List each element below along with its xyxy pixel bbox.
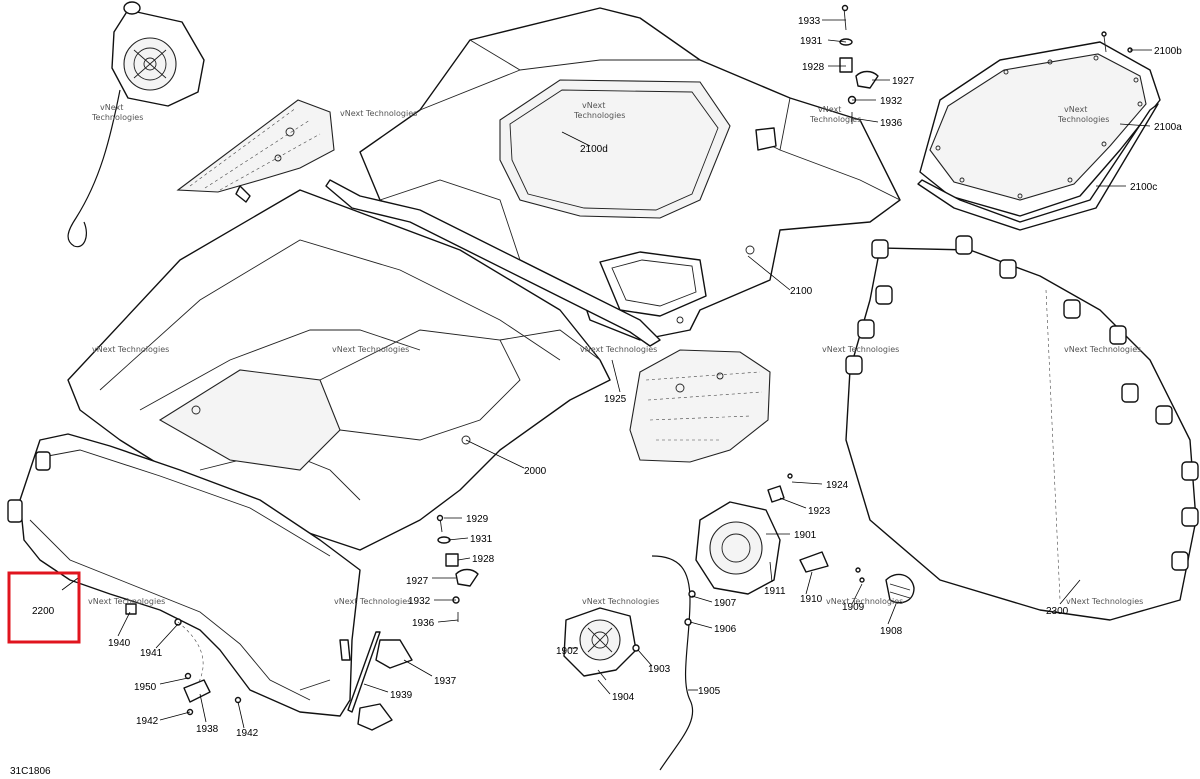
windshield-2300[interactable]: [845, 235, 1199, 621]
callout-2100a[interactable]: 2100a: [1154, 122, 1182, 133]
watermark-technologies: Technologies: [809, 115, 861, 124]
callout-1941[interactable]: 1941: [140, 648, 163, 659]
watermark-full: vNext Technologies: [580, 345, 657, 354]
callout-1933[interactable]: 1933: [798, 16, 821, 27]
callout-2200[interactable]: 2200: [32, 606, 55, 617]
watermarks: vNext Technologies vNext Technologies vN…: [88, 101, 1143, 606]
callout-1901[interactable]: 1901: [794, 530, 817, 541]
watermark-full: vNext Technologies: [334, 597, 411, 606]
callout-1928-lower[interactable]: 1928: [472, 554, 495, 565]
callout-1906[interactable]: 1906: [714, 624, 737, 635]
fastener-stack-lower[interactable]: [436, 514, 479, 623]
callout-1905[interactable]: 1905: [698, 686, 721, 697]
watermark-technologies: Technologies: [1057, 115, 1109, 124]
watermark-vnext: vNext: [582, 101, 605, 110]
callout-1940[interactable]: 1940: [108, 638, 131, 649]
watermark-full: vNext Technologies: [340, 109, 417, 118]
watermark-technologies: Technologies: [91, 113, 143, 122]
highlight-box-2200: [7, 571, 81, 644]
speaker-1901[interactable]: [695, 473, 915, 604]
part-callouts: 1933 1931 1928 1927 1932 1936 2100b 2100…: [10, 16, 1182, 777]
watermark-full: vNext Technologies: [1066, 597, 1143, 606]
callout-1942[interactable]: 1942: [136, 716, 159, 727]
watermark-full: vNext Technologies: [92, 345, 169, 354]
watermark-vnext: vNext: [100, 103, 123, 112]
diagram-id: 31C1806: [10, 766, 51, 777]
watermark-full: vNext Technologies: [582, 597, 659, 606]
callout-1904[interactable]: 1904: [612, 692, 635, 703]
callout-2300[interactable]: 2300: [1046, 606, 1069, 617]
callout-2100b[interactable]: 2100b: [1154, 46, 1182, 57]
speaker-1902[interactable]: [563, 555, 696, 771]
door-straps[interactable]: [347, 631, 413, 731]
watermark-full: vNext Technologies: [332, 345, 409, 354]
callout-1942-right[interactable]: 1942: [236, 728, 259, 739]
callout-2100d[interactable]: 2100d: [580, 144, 608, 155]
callout-1907[interactable]: 1907: [714, 598, 737, 609]
hinge-hardware[interactable]: [125, 603, 242, 716]
callout-1925[interactable]: 1925: [604, 394, 627, 405]
callout-1911[interactable]: 1911: [764, 586, 786, 597]
leader-lines: [61, 19, 1152, 729]
watermark-full: vNext Technologies: [88, 597, 165, 606]
watermark-full: vNext Technologies: [826, 597, 903, 606]
callout-1910[interactable]: 1910: [800, 594, 823, 605]
callout-1903[interactable]: 1903: [648, 664, 671, 675]
callout-1937[interactable]: 1937: [434, 676, 457, 687]
hood-panel-2000[interactable]: [67, 179, 661, 551]
callout-1928[interactable]: 1928: [802, 62, 825, 73]
callout-1927-lower[interactable]: 1927: [406, 576, 429, 587]
roof-panel-2100[interactable]: [359, 7, 901, 341]
callout-1950[interactable]: 1950: [134, 682, 157, 693]
callout-2100[interactable]: 2100: [790, 286, 813, 297]
speaker-pod-upper-left[interactable]: [67, 1, 205, 248]
callout-1932[interactable]: 1932: [880, 96, 903, 107]
callout-1932-lower[interactable]: 1932: [408, 596, 431, 607]
callout-1931[interactable]: 1931: [800, 36, 823, 47]
callout-1929[interactable]: 1929: [466, 514, 489, 525]
callout-2100c[interactable]: 2100c: [1130, 182, 1157, 193]
door-panel-2200[interactable]: [7, 433, 361, 717]
callout-1908[interactable]: 1908: [880, 626, 903, 637]
callout-1938[interactable]: 1938: [196, 724, 219, 735]
callout-1931-lower[interactable]: 1931: [470, 534, 493, 545]
fastener-stack-top[interactable]: [839, 4, 879, 125]
cover-panel-center-right[interactable]: [629, 349, 771, 463]
callout-1909[interactable]: 1909: [842, 602, 865, 613]
watermark-vnext: vNext: [818, 105, 841, 114]
callout-1927[interactable]: 1927: [892, 76, 915, 87]
callout-1902[interactable]: 1902: [556, 646, 579, 657]
cover-panel-upper-left[interactable]: [176, 99, 335, 203]
watermark-technologies: Technologies: [573, 111, 625, 120]
skylight-panel-2100[interactable]: [917, 31, 1161, 231]
watermark-vnext: vNext: [1064, 105, 1087, 114]
callout-1936-lower[interactable]: 1936: [412, 618, 435, 629]
callout-1936[interactable]: 1936: [880, 118, 903, 129]
watermark-full: vNext Technologies: [1064, 345, 1141, 354]
callout-2000[interactable]: 2000: [524, 466, 547, 477]
callout-1939[interactable]: 1939: [390, 690, 413, 701]
watermark-full: vNext Technologies: [822, 345, 899, 354]
callout-1923[interactable]: 1923: [808, 506, 831, 517]
callout-1924[interactable]: 1924: [826, 480, 849, 491]
